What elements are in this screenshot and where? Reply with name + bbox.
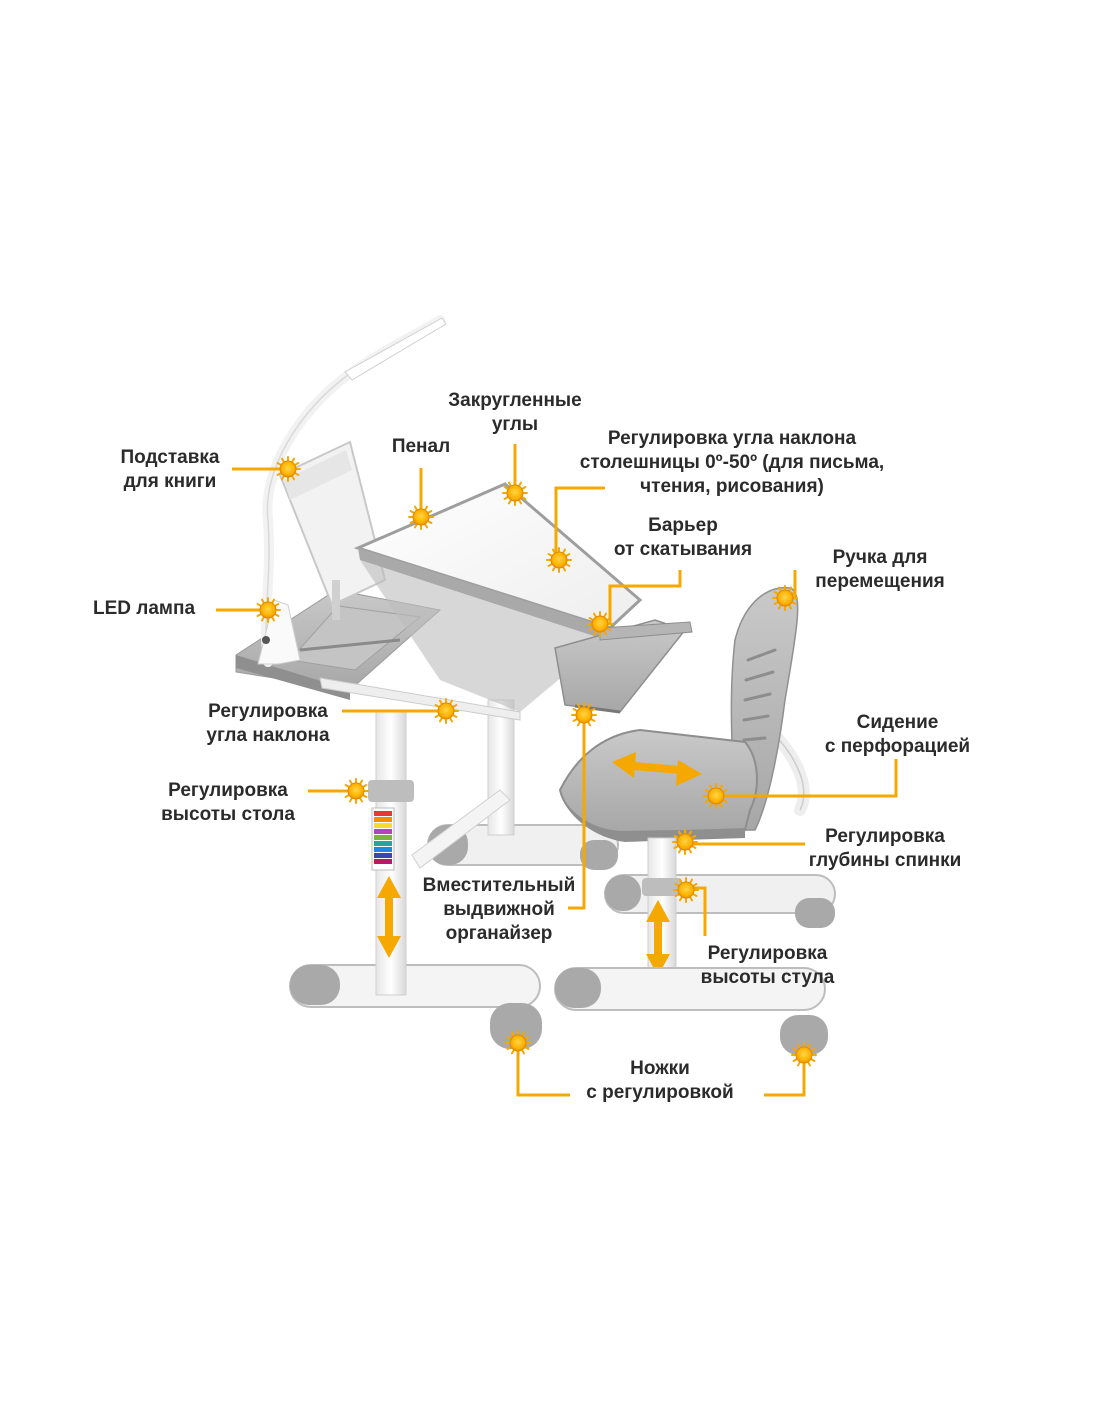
callout-line: Регулировка <box>208 701 328 722</box>
callout-line: Сидение <box>856 712 939 733</box>
callout-line: Регулировка <box>168 780 288 801</box>
sun-marker-icon <box>275 456 301 482</box>
seat-depth-arrow-icon <box>612 752 702 786</box>
sun-marker-icon <box>703 783 729 809</box>
callout-line: Барьер <box>648 515 718 536</box>
callout-line: высоты стола <box>161 804 295 825</box>
callout-line: выдвижной <box>443 899 555 920</box>
callout-backrest-depth: Регулировка глубины спинки <box>795 825 975 873</box>
callout-chair-height: Регулировка высоты стула <box>690 942 845 990</box>
callout-carry-handle: Ручка для перемещения <box>800 546 960 594</box>
callout-line: Вместительный <box>422 875 576 896</box>
callout-desk-height: Регулировка высоты стола <box>148 779 308 827</box>
sun-marker-icon <box>772 585 798 611</box>
sun-marker-icon <box>433 698 459 724</box>
sun-marker-icon <box>505 1030 531 1056</box>
sun-marker-icon <box>546 547 572 573</box>
sun-marker-icon <box>255 597 281 623</box>
sun-marker-icon <box>502 480 528 506</box>
sun-marker-icon <box>587 611 613 637</box>
chair-height-arrow-icon <box>646 900 670 976</box>
callout-tilt-range: Регулировка угла наклона столешницы 0º-5… <box>542 427 922 499</box>
callout-line: от скатывания <box>613 539 753 560</box>
desk-cross-brace <box>411 789 511 869</box>
callout-line: Ручка для <box>832 547 928 568</box>
callout-line: с перфорацией <box>824 736 971 757</box>
callout-line: Ножки <box>630 1058 690 1079</box>
callout-line: Закругленные <box>448 390 582 411</box>
callout-line: столешницы 0º-50º (для письма, <box>579 452 885 473</box>
callout-line: углы <box>491 414 539 435</box>
callout-rounded-corners: Закругленные углы <box>430 389 600 437</box>
callout-line: перемещения <box>815 571 945 592</box>
callout-line: Подставка <box>120 447 220 468</box>
callout-line: Пенал <box>391 436 451 457</box>
sun-marker-icon <box>791 1042 817 1068</box>
callout-line: глубины спинки <box>808 850 962 871</box>
callout-line: органайзер <box>445 923 553 944</box>
callout-line: LED лампа <box>93 598 196 619</box>
pull-out-organizer <box>554 619 687 713</box>
callout-organizer: Вместительный выдвижной органайзер <box>410 874 588 946</box>
callout-tilt-adjust: Регулировка угла наклона <box>188 700 348 748</box>
callout-anti-roll-barrier: Барьер от скатывания <box>598 514 768 562</box>
callout-pencil-case: Пенал <box>376 435 466 459</box>
callout-book-stand: Подставка для книги <box>110 446 230 494</box>
height-color-scale <box>374 811 392 864</box>
callout-line: Регулировка <box>707 943 828 964</box>
callout-line: для книги <box>123 471 217 492</box>
callout-line: чтения, рисования) <box>640 476 824 497</box>
sun-marker-icon <box>672 829 698 855</box>
chair <box>554 586 836 1055</box>
callout-line: Регулировка <box>825 826 945 847</box>
sun-marker-icon <box>408 504 434 530</box>
callout-perforated-seat: Сидение с перфорацией <box>810 711 985 759</box>
callout-adjustable-feet: Ножки с регулировкой <box>570 1057 750 1105</box>
callout-line: с регулировкой <box>586 1082 734 1103</box>
sun-marker-icon <box>571 702 597 728</box>
callout-line: высоты стула <box>700 967 835 988</box>
sun-marker-icon <box>673 877 699 903</box>
desk-height-arrow-icon <box>377 876 401 958</box>
sun-marker-icon <box>343 778 369 804</box>
callout-line: Регулировка угла наклона <box>607 428 857 449</box>
callout-line: угла наклона <box>206 725 330 746</box>
callout-led-lamp: LED лампа <box>93 597 223 621</box>
